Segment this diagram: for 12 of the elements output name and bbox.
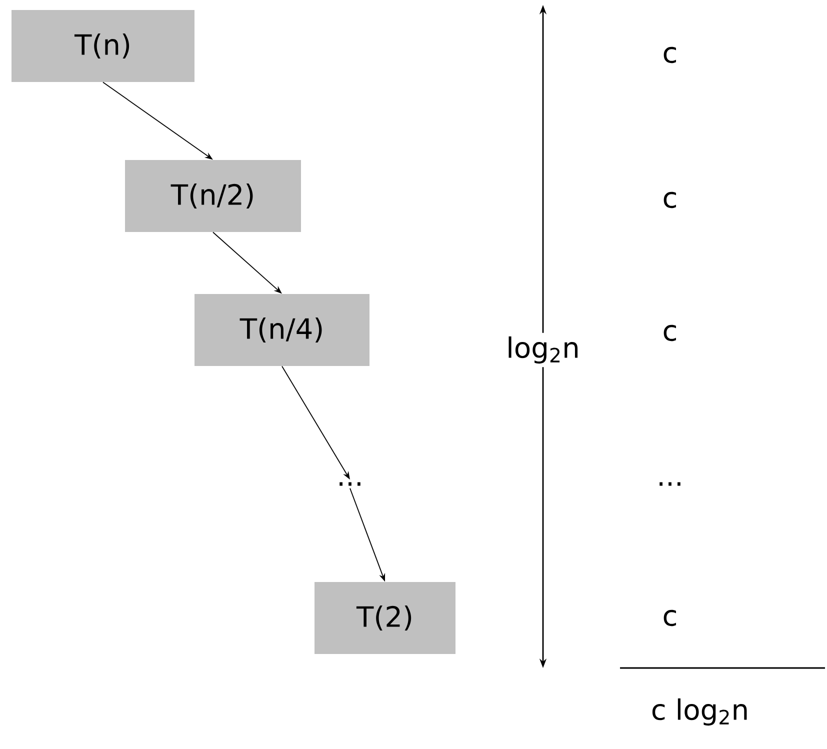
term-box: T(n): [12, 10, 194, 82]
ellipsis-text: ...: [340, 482, 360, 486]
ellipsis-label: ...: [660, 482, 680, 486]
dimension-label: log$_{2}$n: [502, 332, 584, 368]
term-label: c: [664, 324, 676, 342]
term-label: c: [664, 46, 676, 64]
term-box: T(n/4): [194, 294, 370, 366]
sum-label: c log$_{2}$n: [652, 698, 747, 726]
term-box: T(2): [314, 582, 456, 654]
term-box: T(n/2): [125, 160, 301, 232]
term-label: c: [664, 192, 676, 208]
term-label: c: [664, 610, 676, 626]
